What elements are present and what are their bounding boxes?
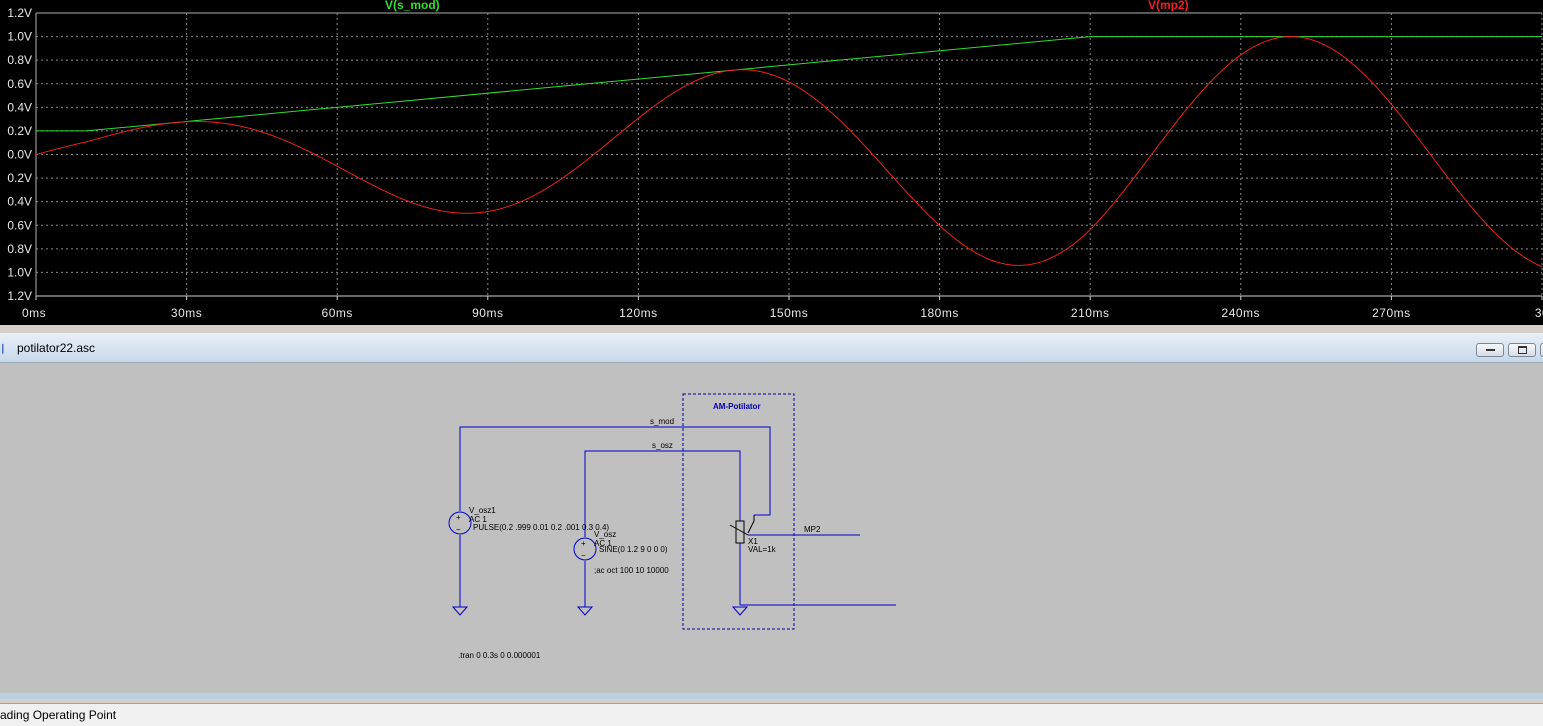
schematic-drawing[interactable]: AM-Potilator + − + − [0,363,1543,693]
y-tick-label: 0.4V [7,195,32,209]
schematic-canvas[interactable]: AM-Potilator + − + − [0,363,1543,693]
trace-mp2[interactable] [35,36,1543,268]
y-tick-label: 1.0V [7,30,32,44]
x-tick-label: 90ms [472,306,503,320]
x-tick-label: 270ms [1372,306,1411,320]
status-text: ading Operating Point [0,708,117,722]
x-tick-label: 150ms [770,306,809,320]
x1-value[interactable]: VAL=1k [748,545,777,554]
y-tick-label: 1.2V [7,289,32,303]
plot-grid [35,12,1543,300]
plus-sign-icon: + [581,539,586,548]
x-tick-label: 60ms [322,306,353,320]
y-axis-labels: 1.2V 1.0V 0.8V 0.6V 0.4V 0.2V 0.0V 0.2V 0.4V 0.6V… [7,6,32,303]
y-tick-label: 0.2V [7,171,32,185]
maximize-icon [1518,346,1527,354]
net-label-mp2[interactable]: MP2 [804,525,821,534]
plus-sign-icon: + [456,513,461,522]
x-tick-label: 30 [1535,306,1543,320]
y-tick-label: 1.0V [7,265,32,279]
minus-sign-icon: − [456,525,461,534]
x-tick-label: 180ms [920,306,959,320]
x-tick-label: 0ms [22,306,46,320]
y-tick-label: 0.0V [7,148,32,162]
potentiometer-x1[interactable] [729,515,755,544]
ground-icon[interactable] [451,606,749,616]
voltage-source-v-osz[interactable]: + − [573,537,597,561]
am-potilator-block[interactable] [682,393,795,630]
trace-label-s-mod[interactable]: V(s_mod) [385,0,440,12]
trace-s-mod[interactable] [36,36,1542,132]
waveform-plot-pane[interactable]: 1.2V 1.0V 0.8V 0.6V 0.4V 0.2V 0.0V 0.2V 0.4V 0.6V… [0,0,1543,325]
minus-sign-icon: − [581,551,586,560]
minimize-icon [1486,349,1495,351]
y-tick-label: 1.2V [7,6,32,20]
y-tick-label: 0.6V [7,218,32,232]
x-tick-label: 240ms [1222,306,1261,320]
v-osz-comment[interactable]: ;ac oct 100 10 10000 [594,566,669,575]
block-title: AM-Potilator [713,402,761,411]
minimize-button[interactable] [1476,343,1504,357]
net-label-s-mod[interactable]: s_mod [650,417,674,426]
schematic-window-title: potilator22.asc [17,341,96,355]
waveform-plot[interactable]: 1.2V 1.0V 0.8V 0.6V 0.4V 0.2V 0.0V 0.2V 0.4V 0.6V… [0,0,1543,325]
schematic-window-border [0,693,1543,699]
v-osz-value[interactable]: SINE(0 1.2 9 0 0 0) [599,545,668,554]
tran-directive[interactable]: .tran 0 0.3s 0 0.000001 [458,651,541,660]
x-tick-label: 120ms [619,306,658,320]
schematic-window: ꞁ potilator22.asc AM-Potilator + [0,333,1543,699]
trace-label-mp2[interactable]: V(mp2) [1148,0,1189,12]
status-bar: ading Operating Point [0,703,1543,726]
wires[interactable] [459,426,896,607]
y-tick-label: 0.6V [7,77,32,91]
net-label-s-osz[interactable]: s_osz [652,441,673,450]
close-button[interactable] [1540,343,1543,357]
v-osz1-name[interactable]: V_osz1 [469,506,496,515]
v-osz1-value[interactable]: PULSE(0.2 .999 0.01 0.2 .001 0.3 0.4) [473,523,609,532]
maximize-button[interactable] [1508,343,1536,357]
y-tick-label: 0.8V [7,53,32,67]
y-tick-label: 0.2V [7,124,32,138]
voltage-source-v-osz1[interactable]: + − [448,511,472,535]
y-tick-label: 0.8V [7,242,32,256]
x-tick-label: 210ms [1071,306,1110,320]
schematic-titlebar[interactable]: ꞁ potilator22.asc [0,333,1543,363]
v-osz-ac[interactable]: AC 1 [594,539,612,548]
traces [35,36,1543,268]
x1-name[interactable]: X1 [748,537,758,546]
x-tick-label: 30ms [171,306,202,320]
x-axis-labels: 0ms 30ms 60ms 90ms 120ms 150ms 180ms 210ms 240ms… [22,306,1543,320]
y-tick-label: 0.4V [7,100,32,114]
v-osz1-ac[interactable]: AC 1 [469,515,487,524]
v-osz-name[interactable]: V_osz [594,530,616,539]
schematic-app-icon: ꞁ [1,339,5,354]
